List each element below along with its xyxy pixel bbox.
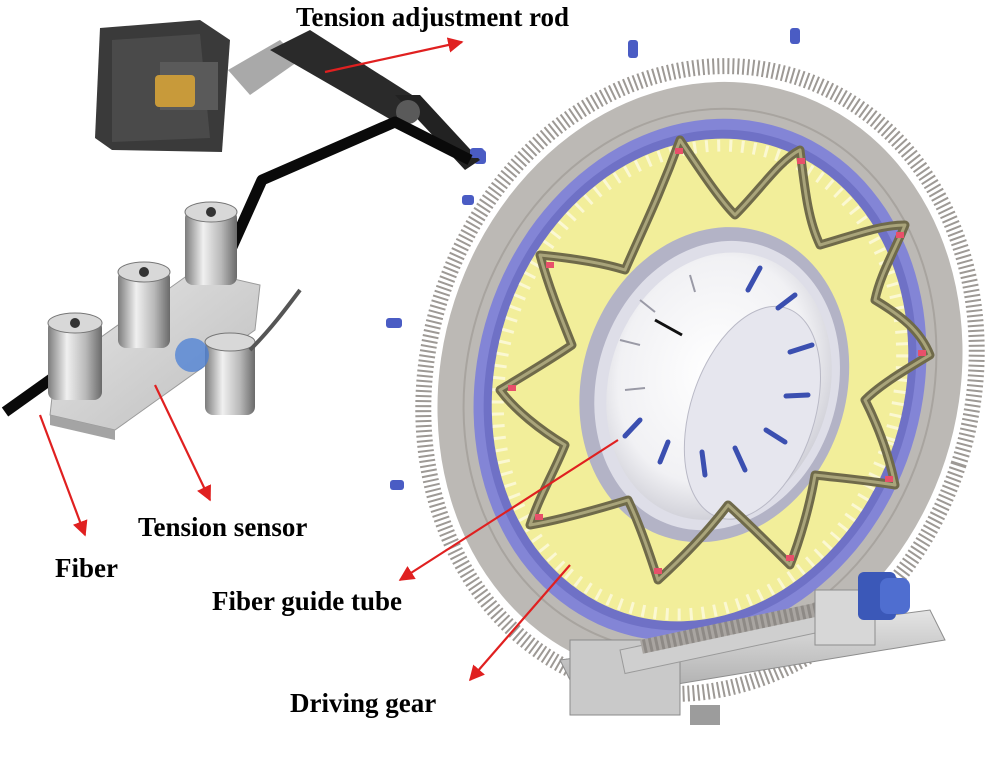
label-tension-adjustment-rod: Tension adjustment rod xyxy=(296,2,570,32)
drive-unit xyxy=(559,572,946,725)
annotation-arrows xyxy=(38,37,619,682)
tension-sensor-assembly xyxy=(47,201,302,440)
label-fiber-guide-tube: Fiber guide tube xyxy=(212,586,403,616)
arrow-driving-gear xyxy=(468,564,571,682)
arrow-fiber-guide-tube xyxy=(398,439,619,581)
radial-guides xyxy=(622,265,815,478)
roller-left xyxy=(47,312,103,400)
arrow-tension-sensor xyxy=(154,384,211,502)
label-tension-sensor: Tension sensor xyxy=(138,512,308,542)
arrow-fiber xyxy=(38,414,88,537)
bore-marker xyxy=(654,318,683,337)
roller-middle xyxy=(117,261,171,348)
label-driving-gear: Driving gear xyxy=(290,688,437,718)
sensor-highlight xyxy=(175,338,209,372)
load-cell xyxy=(204,288,302,415)
driving-gear-teeth xyxy=(415,58,985,702)
tube-markers xyxy=(508,148,926,574)
label-fiber: Fiber xyxy=(55,553,118,583)
arrow-tension-adjustment-rod xyxy=(324,37,464,74)
tension-adjustment-rod xyxy=(95,20,484,170)
roller-top xyxy=(184,201,238,285)
